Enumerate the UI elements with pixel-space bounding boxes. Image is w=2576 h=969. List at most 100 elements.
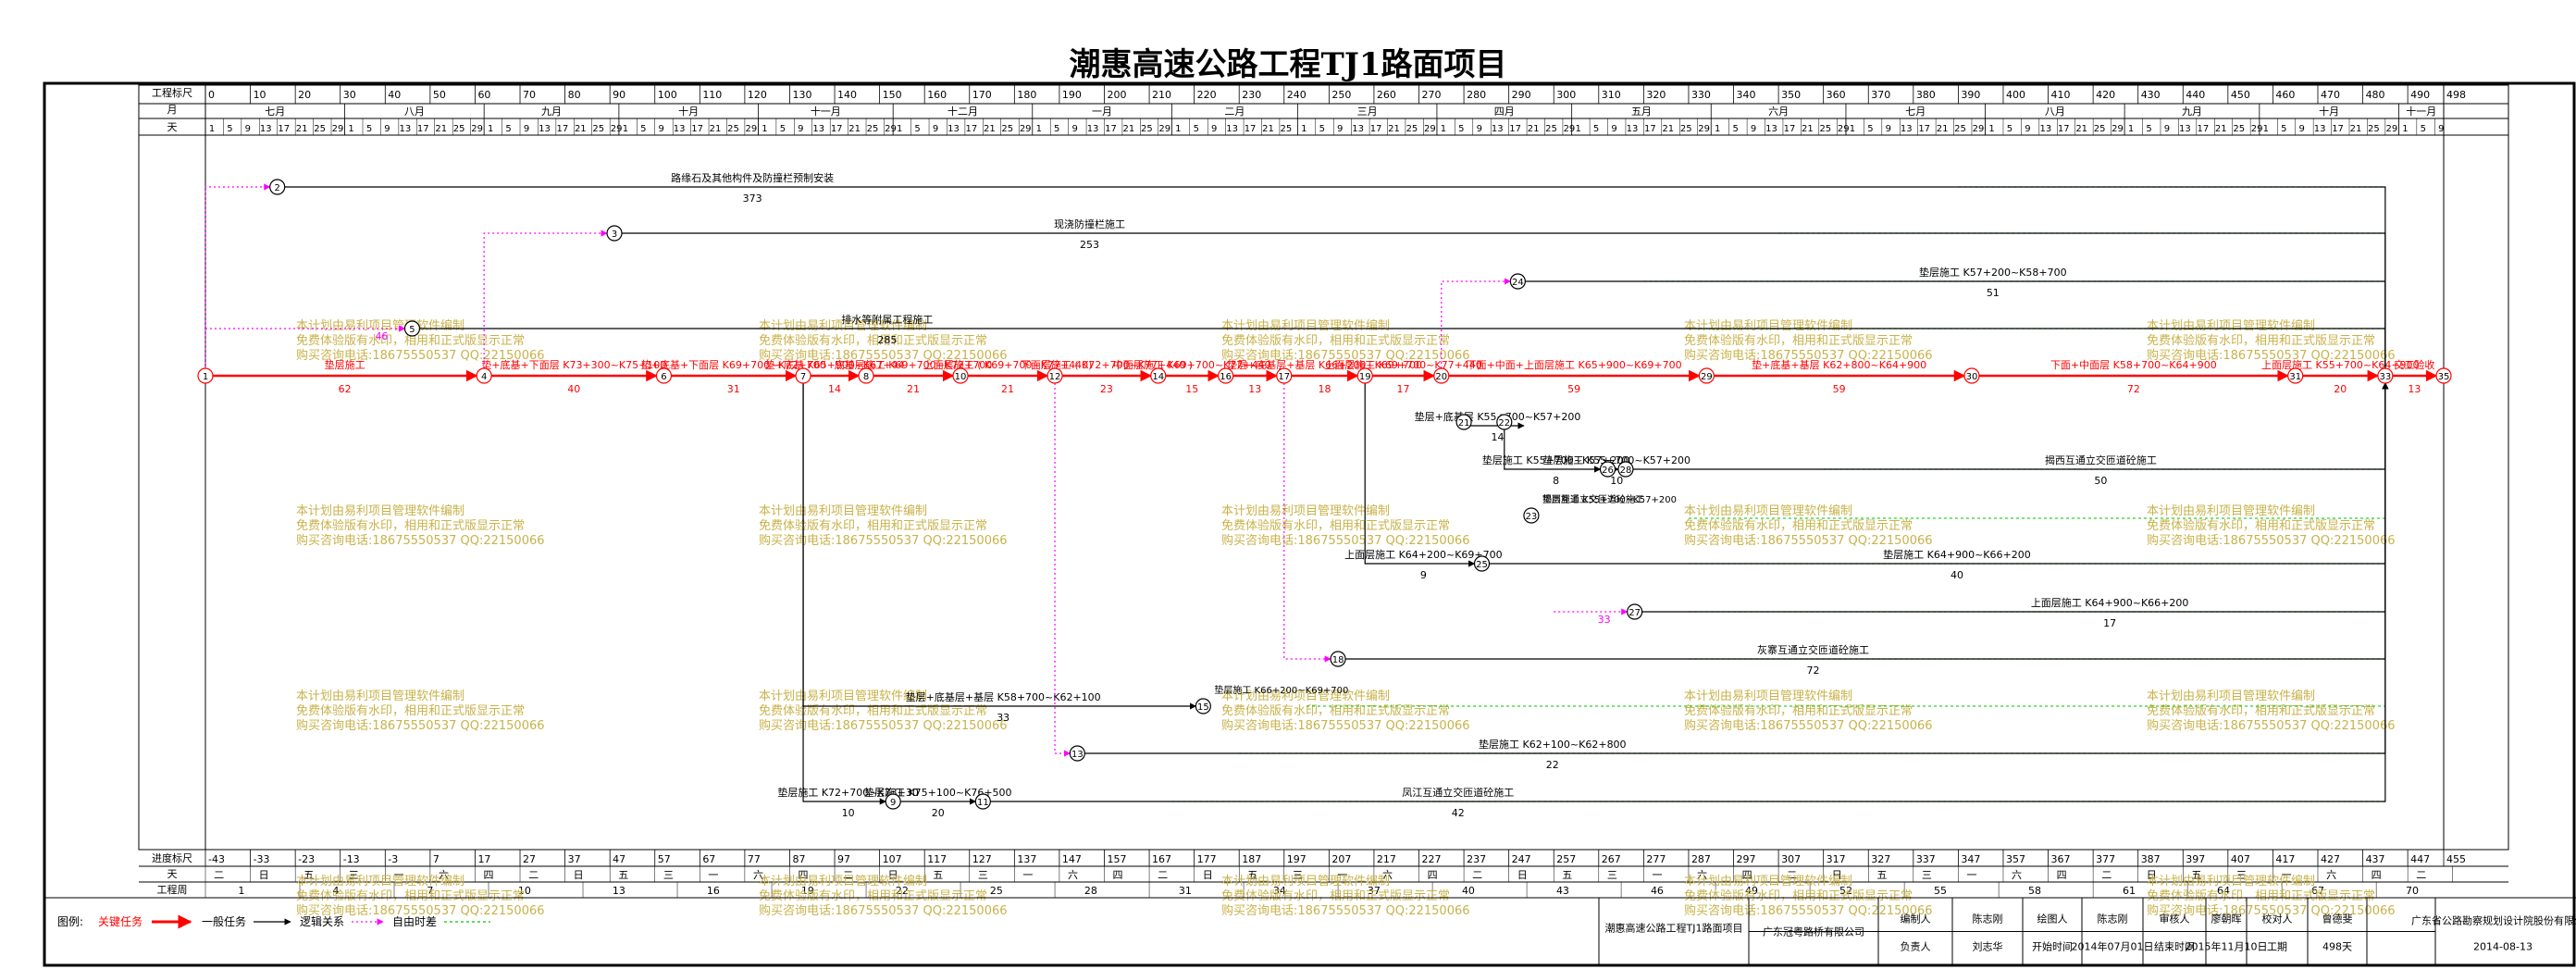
node-number: 20 [1435, 372, 1447, 382]
weekday-label: 六 [1068, 869, 1078, 881]
normal-task-duration: 10 [1610, 475, 1623, 487]
day-label: 21 [1528, 124, 1540, 134]
day-label: 17 [691, 124, 703, 134]
day-label: 1 [1441, 124, 1446, 134]
day-label: 9 [2299, 124, 2305, 134]
weekday-label: 四 [1113, 869, 1123, 881]
weekday-label: 三 [1922, 869, 1932, 881]
watermark-line: 免费体验版有水印，相用和正式版显示正常 [1684, 518, 1913, 533]
critical-task-duration: 72 [2127, 383, 2140, 395]
progress-tick-label: 427 [2321, 853, 2340, 865]
watermark-line: 本计划由易利项目管理软件编制 [296, 689, 464, 703]
scale-tick-label: 90 [613, 89, 625, 101]
critical-task-duration: 40 [567, 383, 580, 395]
weekday-label: 二 [2416, 869, 2426, 881]
progress-tick-label: 337 [1916, 853, 1936, 865]
node-number: 22 [1498, 418, 1510, 429]
scale-tick-label: 130 [792, 89, 811, 101]
node: 13 [1069, 745, 1085, 762]
normal-task-duration: 9 [1420, 569, 1427, 581]
normal-task-duration: 8 [1553, 475, 1559, 487]
watermark-block: 本计划由易利项目管理软件编制免费体验版有水印，相用和正式版显示正常购买咨询电话:… [759, 319, 1008, 363]
progress-tick-label: 297 [1737, 853, 1756, 865]
day-label: 1 [762, 124, 767, 134]
logic-link [1054, 383, 1071, 757]
weekday-label: 三 [1607, 869, 1617, 881]
title-block-text: 审核人 [2160, 913, 2190, 926]
footer-row-label: 工程周 [157, 884, 188, 896]
critical-task-duration: 20 [2334, 383, 2347, 395]
watermark-line: 购买咨询电话:18675550537 QQ:22150066 [759, 718, 1008, 733]
normal-task-duration: 253 [1080, 239, 1099, 251]
day-label: 9 [2438, 124, 2444, 134]
node-circle [1496, 414, 1513, 430]
day-label: 25 [1819, 124, 1831, 134]
title-block-text: 2014-08-13 [2473, 941, 2533, 953]
watermark-block: 本计划由易利项目管理软件编制免费体验版有水印，相用和正式版显示正常购买咨询电话:… [1684, 504, 1933, 548]
day-label: 13 [674, 124, 686, 134]
day-label: 25 [727, 124, 739, 134]
week-number: 43 [1556, 885, 1569, 897]
scale-tick-label: 480 [2366, 89, 2385, 101]
scale-tick-label: 180 [1017, 89, 1036, 101]
progress-tick-label: 87 [792, 853, 805, 865]
footer-row-label: 天 [167, 868, 178, 880]
watermark-block: 本计划由易利项目管理软件编制免费体验版有水印，相用和正式版显示正常购买咨询电话:… [2147, 689, 2396, 733]
title-block-text: 廖朝晖 [2211, 913, 2242, 926]
day-label: 17 [1509, 124, 1521, 134]
node-circle [1473, 555, 1491, 572]
scale-tick-label: 260 [1377, 89, 1396, 101]
week-number: 64 [2217, 885, 2230, 897]
day-label: 5 [2421, 124, 2426, 134]
day-label: 29 [1424, 124, 1436, 134]
day-label: 9 [1071, 124, 1077, 134]
day-label: 9 [1337, 124, 1343, 134]
normal-task-duration: 22 [1546, 759, 1559, 771]
title-block-text: 编制人 [1901, 913, 1931, 926]
weekday-label: 一 [1022, 869, 1033, 881]
progress-tick-label: 117 [927, 853, 947, 865]
day-label: 25 [314, 124, 326, 134]
scale-tick-label: 220 [1197, 89, 1217, 101]
day-label: 25 [1545, 124, 1557, 134]
normal-task-name: 揭西互通立交匝道砼施工 [2045, 453, 2157, 466]
node-circle [1698, 367, 1715, 384]
day-label: 21 [984, 124, 996, 134]
logic-link [1441, 278, 1512, 368]
week-number: 49 [1745, 885, 1758, 897]
progress-tick-label: 197 [1287, 853, 1307, 865]
weekday-label: 一 [1966, 869, 1976, 881]
normal-task-name: 垫层施工 K57+200~K58+700 [1919, 266, 2067, 279]
node: 2 [269, 179, 286, 195]
watermark-block: 本计划由易利项目管理软件编制免费体验版有水印，相用和正式版显示正常购买咨询电话:… [1221, 689, 1470, 733]
day-label: 17 [966, 124, 978, 134]
node-number: 21 [1458, 418, 1470, 429]
critical-task-duration: 21 [1001, 383, 1014, 395]
node: 1 [197, 367, 214, 384]
scale-tick-label: 400 [2006, 89, 2025, 101]
node-circle [2377, 367, 2394, 384]
node-number: 25 [1476, 560, 1488, 570]
grid-frame [138, 84, 2509, 851]
day-label: 21 [710, 124, 722, 134]
weekday-label: 六 [1382, 869, 1393, 881]
weekday-label: 一 [1337, 869, 1347, 881]
month-label: 七月 [265, 106, 285, 118]
day-label: 1 [2128, 124, 2134, 134]
scale-tick-label: 200 [1107, 89, 1126, 101]
day-label: 13 [260, 124, 272, 134]
day-label: 21 [2075, 124, 2087, 134]
weekday-label: 日 [2147, 869, 2157, 881]
day-label: 17 [2197, 124, 2209, 134]
header-row-label: 天 [167, 121, 178, 133]
scale-tick-label: 40 [388, 89, 401, 101]
day-label: 1 [1301, 124, 1307, 134]
node-circle [197, 367, 214, 384]
month-label: 三月 [1357, 106, 1378, 118]
day-label: 9 [659, 124, 664, 134]
node: 19 [1356, 367, 1373, 384]
critical-task-duration: 62 [339, 383, 352, 395]
watermark-line: 本计划由易利项目管理软件编制 [2147, 689, 2315, 703]
node-number: 3 [612, 230, 617, 240]
